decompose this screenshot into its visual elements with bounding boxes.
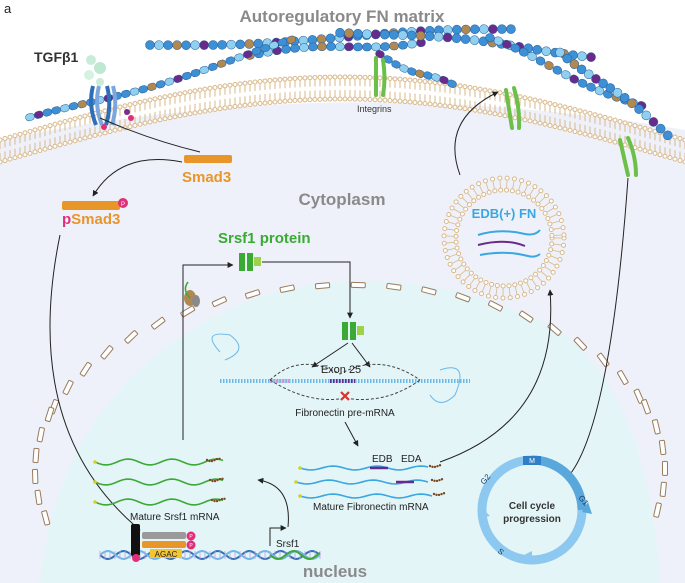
cell-cycle-title-1: Cell cycle	[509, 501, 556, 512]
edb-fn-vesicle	[441, 175, 567, 301]
phospho-label-1: P	[189, 534, 193, 540]
psmad3-phospho	[118, 198, 128, 208]
arrow-premrna-to-mature	[344, 421, 359, 447]
mature-srsf1-mrna	[93, 457, 226, 506]
arrow-mrna-to-vesicle	[439, 289, 554, 463]
cytoplasm-label: Cytoplasm	[299, 190, 386, 209]
splicing-loop-lower	[269, 379, 421, 401]
tss-arrow	[269, 525, 287, 546]
phase-s: S	[496, 547, 506, 557]
agac-label: AGAC	[155, 550, 178, 559]
arrow-receptor-to-smad3	[99, 117, 201, 153]
tgfb1-ligand	[84, 55, 106, 86]
edb-label: EDB	[372, 454, 393, 465]
arrow-integrin-to-cell-cycle	[566, 177, 629, 479]
fn-pre-mrna-label: Fibronectin pre-mRNA	[295, 408, 395, 419]
premrna-loop-left	[211, 333, 240, 361]
eda-label: EDA	[401, 454, 422, 465]
psmad3-protein	[62, 201, 120, 210]
cell-cycle-diagram	[477, 455, 592, 565]
arrow-smad3-to-psmad3	[92, 159, 183, 197]
edb-fn-label: EDB(+) FN	[472, 206, 537, 221]
fn-matrix-fibers	[25, 24, 673, 141]
integrins-label: Integrins	[357, 104, 392, 114]
mature-srsf1-mrna-label: Mature Srsf1 mRNA	[130, 512, 220, 523]
smad3-protein	[184, 155, 232, 163]
integrin-1	[374, 56, 387, 97]
edb-fn-molecules	[477, 229, 541, 258]
arrow-transcription	[257, 477, 289, 528]
arrow-psmad3-to-nucleus	[49, 234, 141, 531]
integrin-2	[504, 86, 522, 130]
tgfb-receptor	[89, 85, 134, 130]
psmad3-phospho-label: P	[121, 202, 125, 208]
integrin-3	[618, 136, 638, 177]
smad-complex	[131, 524, 196, 562]
psmad3-label: pSmad3	[62, 211, 120, 228]
cell-cycle-title-2: progression	[503, 514, 561, 525]
premrna-loop-right	[429, 367, 461, 403]
phospho-label-2: P	[189, 543, 193, 549]
srsf1-gene-label: Srsf1	[276, 539, 300, 550]
arrow-vesicle-to-matrix	[454, 91, 499, 176]
tgfb1-label: TGFβ1	[34, 49, 79, 65]
arrow-srsf1-to-exon-left	[311, 342, 349, 368]
mature-fn-mrna-label: Mature Fibronectin mRNA	[313, 502, 429, 513]
nucleus-label: nucleus	[303, 562, 367, 581]
splicing-loop	[269, 363, 421, 381]
mature-fn-mrna	[294, 464, 446, 499]
nuclear-envelope	[31, 281, 669, 526]
srsf1-protein-label: Srsf1 protein	[218, 230, 311, 247]
agac-box	[150, 549, 182, 558]
srsf1-protein-icon	[239, 253, 261, 271]
arrow-srsf1-translation	[182, 262, 234, 440]
splice-block-x-icon	[340, 391, 350, 401]
diagram-title: Autoregulatory FN matrix	[240, 7, 446, 26]
arrow-srsf1-import	[262, 261, 353, 319]
smad3-label: Smad3	[182, 169, 231, 186]
panel-label: a	[4, 1, 12, 16]
exon25-label: Exon 25	[321, 364, 361, 376]
ribosome-icon	[184, 281, 200, 307]
srsf1-protein-icon-nuclear	[342, 322, 364, 340]
arrow-srsf1-to-exon-right	[351, 342, 371, 368]
phase-m: M	[529, 458, 535, 465]
